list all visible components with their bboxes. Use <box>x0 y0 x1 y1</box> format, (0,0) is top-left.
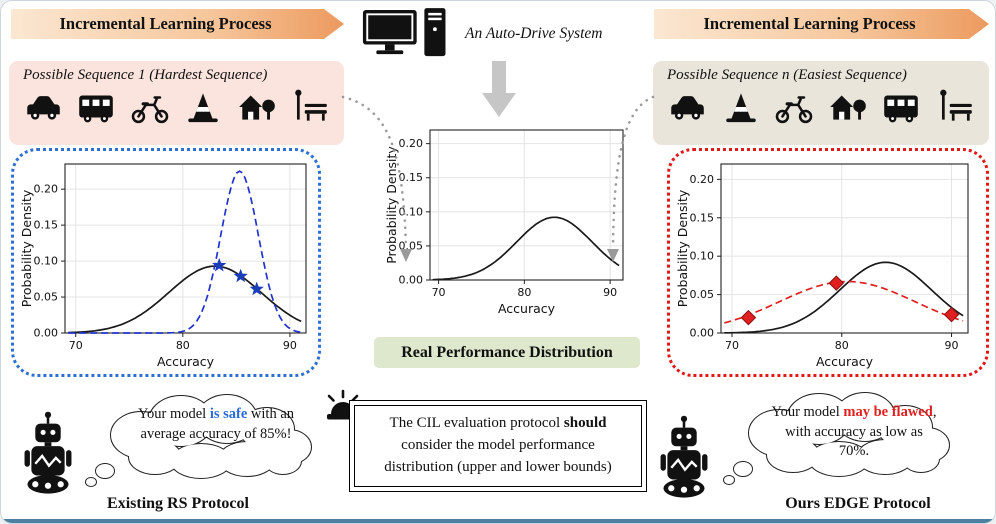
svg-text:70: 70 <box>725 339 739 352</box>
svg-text:0.10: 0.10 <box>690 250 715 263</box>
sequence-left-icons <box>9 84 344 128</box>
sequence-box-easiest: Possible Sequence n (Easiest Sequence) <box>653 61 989 145</box>
sequence-right-icons <box>653 84 989 128</box>
bench-icon <box>933 86 977 128</box>
cloud-shape <box>85 394 312 487</box>
svg-text:Probability Density: Probability Density <box>675 189 690 307</box>
svg-text:90: 90 <box>945 339 959 352</box>
scooter-icon <box>772 86 816 128</box>
svg-text:70: 70 <box>69 339 83 352</box>
real-performance-label: Real Performance Distribution <box>374 337 640 368</box>
sequence-right-title: Possible Sequence n (Easiest Sequence) <box>667 67 907 83</box>
banner-incremental-right: Incremental Learning Process <box>654 9 989 39</box>
notice-box: The CIL evaluation protocol should consi… <box>349 400 647 492</box>
banner-left-label: Incremental Learning Process <box>59 14 272 33</box>
svg-text:90: 90 <box>603 286 617 299</box>
bus-icon <box>879 86 923 128</box>
svg-text:0.10: 0.10 <box>34 255 59 268</box>
cone-icon <box>719 86 763 128</box>
svg-text:0.05: 0.05 <box>690 288 715 301</box>
svg-text:80: 80 <box>835 339 849 352</box>
scooter-icon <box>128 86 172 128</box>
svg-text:70: 70 <box>432 286 446 299</box>
svg-text:0.05: 0.05 <box>34 291 59 304</box>
svg-text:0.10: 0.10 <box>399 205 424 218</box>
cone-icon <box>181 86 225 128</box>
svg-text:Accuracy: Accuracy <box>498 301 556 316</box>
svg-text:0.05: 0.05 <box>399 239 424 252</box>
svg-text:80: 80 <box>517 286 531 299</box>
protocol-label-right: Ours EDGE Protocol <box>785 495 931 512</box>
svg-text:Probability Density: Probability Density <box>384 146 399 264</box>
speech-cloud-right: Your model may be flawed, with accuracy … <box>717 377 965 494</box>
cloud-right-text: Your model may be flawed, with accuracy … <box>771 404 937 460</box>
computer-icon <box>362 8 446 57</box>
svg-text:0.20: 0.20 <box>399 137 424 150</box>
svg-text:0.00: 0.00 <box>34 327 59 340</box>
car-icon <box>665 86 709 128</box>
svg-text:0.00: 0.00 <box>690 327 715 340</box>
sequence-box-hardest: Possible Sequence 1 (Hardest Sequence) <box>9 61 344 145</box>
svg-text:0.20: 0.20 <box>690 173 715 186</box>
sequence-left-title: Possible Sequence 1 (Hardest Sequence) <box>23 67 268 83</box>
bus-icon <box>74 86 118 128</box>
svg-text:0.00: 0.00 <box>399 274 424 287</box>
protocol-label-left: Existing RS Protocol <box>107 495 249 512</box>
house-icon <box>235 86 279 128</box>
banner-right-label: Incremental Learning Process <box>703 14 916 33</box>
svg-text:Accuracy: Accuracy <box>816 354 874 369</box>
system-label: An Auto-Drive System <box>465 25 603 42</box>
svg-text:Probability Density: Probability Density <box>19 189 34 307</box>
svg-text:0.20: 0.20 <box>34 183 59 196</box>
svg-text:90: 90 <box>283 339 297 352</box>
svg-text:0.15: 0.15 <box>690 211 715 224</box>
banner-incremental-left: Incremental Learning Process <box>11 9 344 39</box>
cloud-shape <box>723 392 950 485</box>
svg-text:0.15: 0.15 <box>399 171 424 184</box>
down-arrow-icon <box>482 61 516 117</box>
bench-icon <box>288 86 332 128</box>
robot-icon <box>24 411 72 494</box>
notice-text: The CIL evaluation protocol should consi… <box>354 405 642 487</box>
svg-text:Accuracy: Accuracy <box>157 354 215 369</box>
svg-text:0.15: 0.15 <box>34 219 59 232</box>
robot-icon <box>660 415 708 498</box>
bottom-accent-line <box>1 519 995 523</box>
house-icon <box>826 86 870 128</box>
car-icon <box>21 86 65 128</box>
svg-text:80: 80 <box>176 339 190 352</box>
cloud-left-text: Your model is safe with an average accur… <box>137 406 295 442</box>
speech-cloud-left: Your model is safe with an average accur… <box>79 379 327 496</box>
